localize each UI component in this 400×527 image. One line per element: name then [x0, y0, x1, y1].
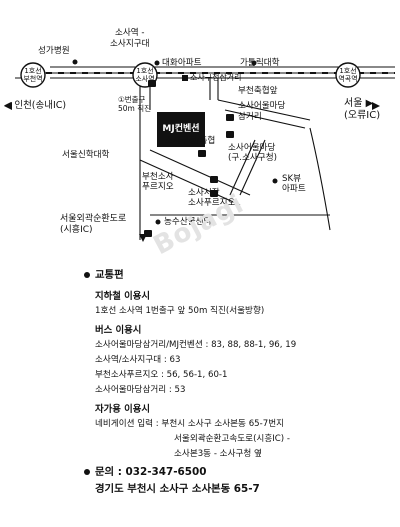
label-seongga-hospital: 성가병원 [38, 46, 70, 56]
bus-icon [226, 114, 234, 121]
bus-icon [210, 176, 218, 183]
arrow-left-icon [4, 102, 12, 110]
station-yeokgok [335, 62, 361, 88]
crossroad-marker [182, 75, 188, 81]
car-line: 소사본3동 - 소사구청 옆 [174, 449, 262, 459]
bus-line: 소사역/소사지구대 : 63 [95, 355, 181, 365]
location-map [4, 59, 395, 242]
label-seoul-theology: 서울신학대학 [62, 150, 110, 160]
bus-icon [148, 80, 156, 87]
subway-text: 1호선 소사역 1번출구 앞 50m 직진(서울방향) [95, 306, 265, 316]
bus-icon [210, 190, 218, 197]
label-sosa-office: 소사구청/축협 [165, 136, 216, 146]
label-sosa-gucheong-crossroad: 소사구청삼거리 [190, 73, 242, 82]
venue-box [157, 112, 205, 147]
transport-title: 교통편 [84, 270, 124, 281]
road-network [15, 66, 395, 240]
bus-line: 소사어울마당삼거리/MJ컨벤션 : 83, 88, 88-1, 96, 19 [95, 340, 297, 350]
bus-line: 소사어울마당삼거리 : 53 [95, 385, 186, 395]
venue-label: MJ컨벤션 [162, 124, 200, 134]
address-line: 경기도 부천시 소사구 소사본동 65-7 [95, 483, 260, 495]
label-daehwa-apt: 대화아파트 [162, 58, 202, 68]
bus-line: 부천소사푸르지오 : 56, 56-1, 60-1 [95, 370, 228, 380]
label-sosa-jigudae: 소사역 -소사지구대 [110, 28, 150, 49]
arrow-right-icon [372, 102, 380, 110]
bullet-icon [84, 272, 90, 278]
point-marker [272, 178, 278, 184]
subway-title: 지하철 이용시 [95, 291, 151, 302]
car-line: 서울외곽순환고속도로(시흥IC) - [174, 434, 290, 444]
point-marker [251, 60, 257, 66]
label-nonghyup-center: 농수산물센터 [164, 217, 212, 227]
station-bucheon [20, 62, 46, 88]
bullet-icon [84, 469, 90, 475]
label-sosa-eouldam-office: 소사어울마당(구.소사구청) [228, 143, 277, 163]
bus-icon [226, 131, 234, 138]
point-marker [154, 60, 160, 66]
arrow-down-icon [139, 234, 147, 242]
point-marker [155, 219, 161, 225]
label-bucheon-fed: 부천축협앞 [238, 86, 278, 96]
label-seoul: 서울 ▶(오류IC) [344, 98, 381, 121]
label-catholic-univ: 가톨릭대학 [240, 58, 280, 68]
label-outer-ring-road: 서울외곽순환도로(시흥IC) [60, 214, 127, 235]
contact-line: 문의 : 032-347-6500 [84, 467, 206, 478]
car-title: 자가용 이용시 [95, 404, 151, 415]
bus-title: 버스 이용시 [95, 325, 142, 336]
bus-icon [198, 150, 206, 157]
point-marker [72, 59, 78, 65]
car-line: 네비게이션 입력 : 부천시 소사구 소사본동 65-7번지 [95, 419, 285, 429]
label-incheon: ◀ 인천(송내IC) [4, 100, 67, 111]
